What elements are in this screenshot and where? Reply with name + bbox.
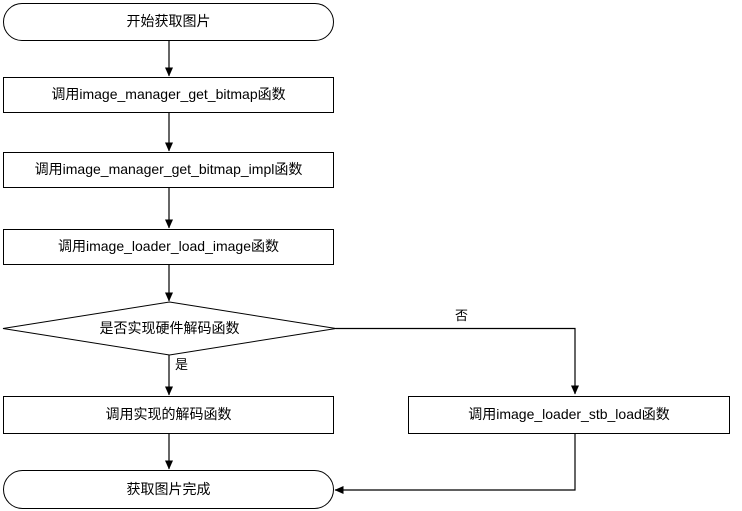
node-shape-decision-hw-decode[interactable] bbox=[2, 301, 337, 356]
node-shape-call-get-bitmap-impl[interactable] bbox=[3, 152, 334, 188]
node-shape-call-loader-load-image[interactable] bbox=[3, 229, 334, 265]
node-shape-end[interactable] bbox=[3, 470, 334, 509]
node-shape-call-get-bitmap[interactable] bbox=[3, 77, 334, 113]
connector-decision-no-to-stb-load bbox=[336, 327, 579, 395]
node-shape-start[interactable] bbox=[3, 3, 334, 41]
node-shape-call-impl-decode[interactable] bbox=[3, 396, 334, 434]
node-shape-call-stb-load[interactable] bbox=[408, 396, 730, 434]
connector-stb-load-to-end bbox=[334, 434, 576, 494]
